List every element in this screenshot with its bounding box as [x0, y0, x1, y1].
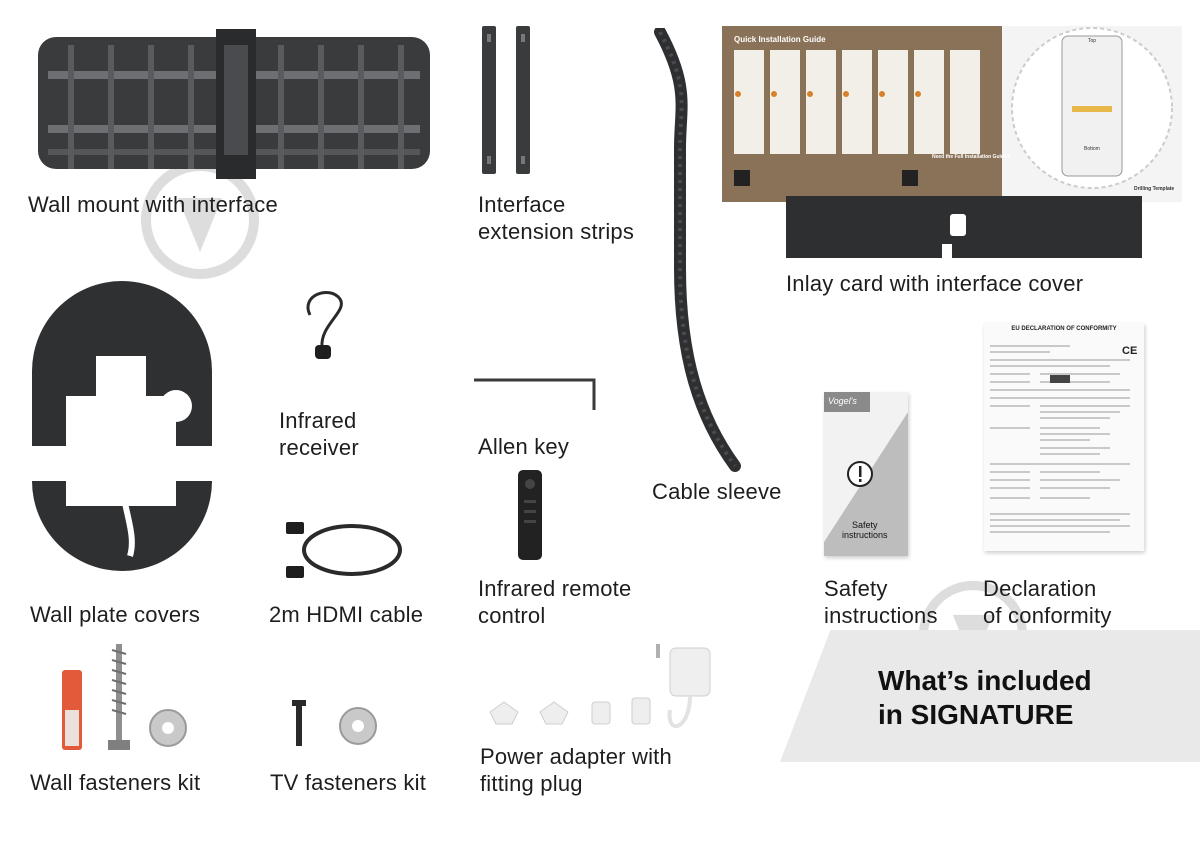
guide-bottom: Bottom — [1084, 146, 1100, 152]
inlay-card-image: Quick Installation Guide Need the Full I… — [722, 26, 1182, 258]
wall-plate-covers-image — [32, 281, 212, 571]
declaration-doc-image: EU DECLARATION OF CONFORMITY CE — [984, 323, 1144, 551]
guide-need-full: Need the Full Installation Guide? — [932, 154, 1010, 160]
allen-key-image — [474, 378, 596, 410]
cable-sleeve-image — [654, 28, 741, 472]
declaration-ce-mark: CE — [1122, 345, 1138, 357]
safety-card-title: Safety instructions — [842, 520, 888, 540]
safety-card-image: Vogel's Safety instructions — [824, 392, 908, 556]
wall-mount-label: Wall mount with interface — [28, 192, 278, 217]
banner-title: What’s included in SIGNATURE — [878, 665, 1092, 730]
declaration-label: Declaration of conformity — [983, 576, 1112, 628]
allen-key-label: Allen key — [478, 434, 570, 459]
tv-fasteners-label: TV fasteners kit — [270, 770, 427, 795]
wall-fasteners-label: Wall fasteners kit — [30, 770, 201, 795]
guide-top: Top — [1088, 38, 1096, 44]
power-adapter-image — [489, 644, 711, 729]
safety-label: Safety instructions — [824, 576, 938, 628]
remote-control-image — [518, 470, 542, 560]
guide-drilling: Drilling Template — [1134, 186, 1174, 192]
ir-receiver-label: Infrared receiver — [279, 408, 359, 460]
hdmi-cable-label: 2m HDMI cable — [269, 602, 424, 627]
wall-mount-image — [38, 29, 430, 179]
wall-fasteners-image — [62, 644, 187, 750]
cable-sleeve-label: Cable sleeve — [652, 479, 782, 504]
ir-receiver-image — [306, 290, 343, 359]
extension-strips-image — [482, 26, 530, 174]
banner-background — [780, 630, 1200, 762]
declaration-text-lines — [990, 345, 1130, 533]
power-adapter-label: Power adapter with fitting plug — [480, 744, 672, 796]
safety-card-brand: Vogel's — [828, 396, 857, 406]
wall-plate-covers-label: Wall plate covers — [30, 602, 201, 627]
guide-title: Quick Installation Guide — [734, 35, 826, 44]
declaration-title: EU DECLARATION OF CONFORMITY — [1011, 326, 1117, 332]
remote-control-label: Infrared remote control — [478, 576, 632, 628]
inlay-card-label: Inlay card with interface cover — [786, 271, 1084, 296]
tv-fasteners-image — [292, 700, 377, 746]
extension-strips-label: Interface extension strips — [478, 192, 635, 244]
safety-card-graphic — [824, 392, 908, 556]
hdmi-cable-image — [286, 522, 402, 578]
